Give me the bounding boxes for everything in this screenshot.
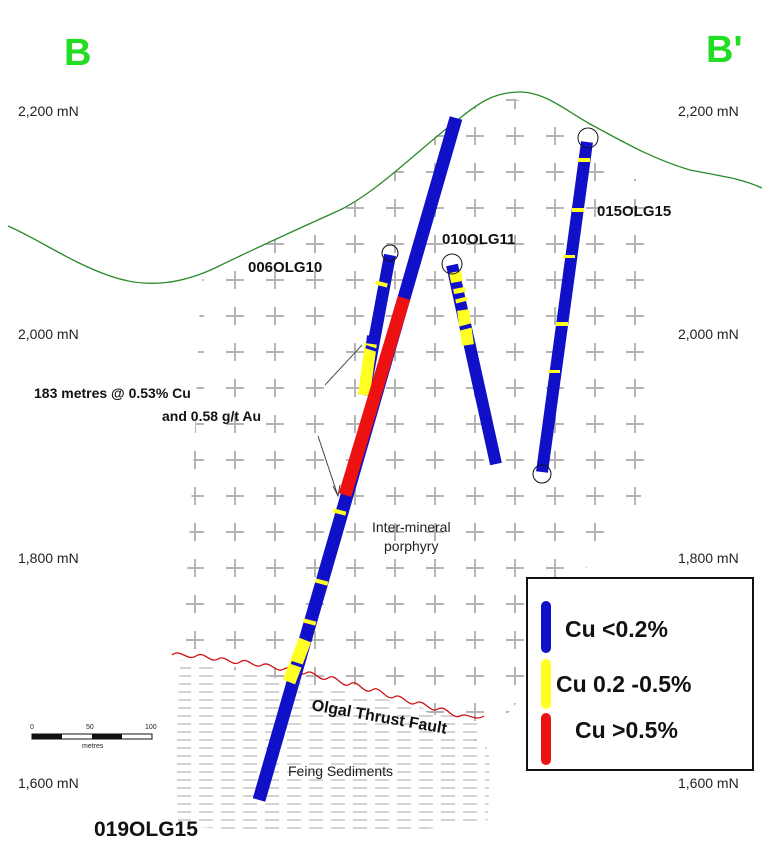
- northing-right-2000: 2,000 mN: [678, 326, 739, 342]
- intercept-line-1: 183 metres @ 0.53% Cu: [34, 385, 191, 401]
- thrust-fault-line: [171, 652, 485, 719]
- northing-left-1800: 1,800 mN: [18, 550, 79, 566]
- hole-label-010OLG11: 010OLG11: [442, 231, 515, 248]
- hole-label-006OLG10: 006OLG10: [248, 259, 322, 276]
- drillhole-010OLG11: [441, 253, 502, 466]
- section-end-label: B': [706, 29, 742, 71]
- legend-box: [526, 577, 754, 771]
- scale-tick-50: 50: [86, 724, 94, 731]
- legend-label-high: Cu >0.5%: [575, 717, 678, 743]
- sediments-label: Feing Sediments: [288, 763, 393, 779]
- legend-label-low: Cu <0.2%: [565, 616, 668, 642]
- drillhole-015OLG15: [532, 127, 599, 484]
- drillhole-019OLG15: [252, 116, 463, 802]
- porphyry-label-line-2: porphyry: [384, 538, 438, 554]
- scale-bar: 0 50 100 metres: [30, 724, 157, 750]
- legend: Cu <0.2% Cu 0.2 -0.5% Cu >0.5%: [526, 577, 754, 771]
- northing-right-1600: 1,600 mN: [678, 775, 739, 791]
- intercept-leader-lower: [317, 435, 339, 497]
- northing-left-2200: 2,200 mN: [18, 103, 79, 119]
- drillhole-006OLG10: [358, 244, 399, 397]
- scale-tick-0: 0: [30, 724, 34, 731]
- northing-right-1800: 1,800 mN: [678, 550, 739, 566]
- arrow-icon: [332, 484, 341, 498]
- section-start-label: B: [64, 32, 91, 74]
- legend-label-mid: Cu 0.2 -0.5%: [556, 671, 692, 697]
- topography-line: [7, 91, 762, 284]
- northing-left-2000: 2,000 mN: [18, 326, 79, 342]
- scale-tick-100: 100: [145, 724, 157, 731]
- hole-label-015OLG15: 015OLG15: [597, 203, 671, 220]
- hole-label-019OLG15: 019OLG15: [94, 818, 198, 841]
- scale-unit: metres: [82, 743, 104, 750]
- northing-right-2200: 2,200 mN: [678, 103, 739, 119]
- intercept-leader-upper: [324, 344, 363, 386]
- northing-left-1600: 1,600 mN: [18, 775, 79, 791]
- intercept-line-2: and 0.58 g/t Au: [162, 408, 261, 424]
- porphyry-label-line-1: Inter-mineral: [372, 519, 451, 535]
